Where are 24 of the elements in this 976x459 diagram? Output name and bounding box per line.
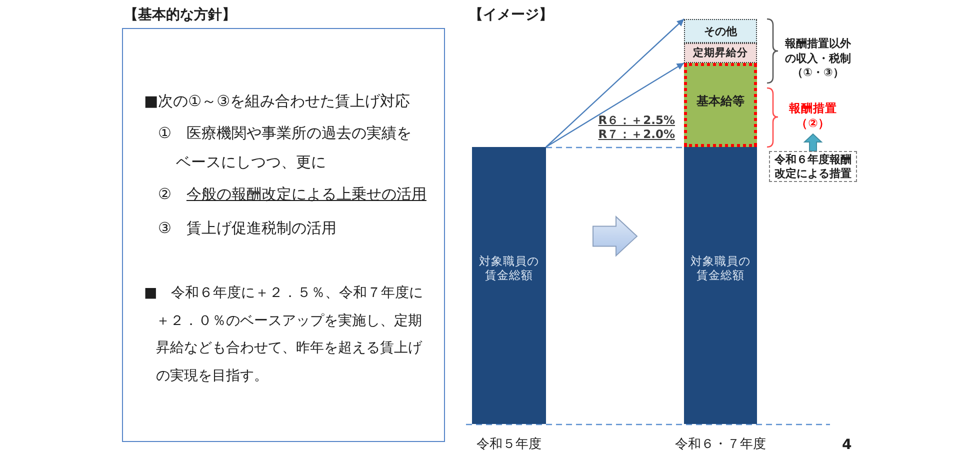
bar-segment: 定期昇給分 bbox=[684, 43, 757, 63]
page-number: 4 bbox=[842, 436, 852, 454]
bar-caption: 令和５年度 bbox=[476, 437, 542, 453]
callout-text: 報酬措置（②） bbox=[788, 101, 838, 134]
arrow bbox=[546, 62, 684, 148]
section-heading: 【基本的な方針】 bbox=[124, 6, 236, 24]
rate-label: R７：＋2.0% bbox=[598, 127, 675, 141]
note-box: 令和６年度報酬改定による措置 bbox=[769, 151, 857, 182]
list-item: ① 医療機関や事業所の過去の実績をベースにしつつ、更に bbox=[158, 123, 412, 173]
list-item: ② 今般の報酬改定による上乗せの活用 bbox=[158, 184, 428, 205]
bracket-label: 報酬措置以外の収入・税制（①・③） bbox=[784, 37, 852, 80]
section-heading: 【イメージ】 bbox=[469, 6, 553, 24]
bullet-paragraph: ■ 令和６年度に＋２．５％、令和７年度に＋２．０％のベースアップを実施し、定期昇給なども合わせて、昨年を超える賃上げの実現を目指す。 bbox=[144, 284, 424, 386]
block-arrow bbox=[803, 133, 823, 152]
bar-caption: 令和６・７年度 bbox=[675, 437, 766, 453]
rate-label: R６：＋2.5% bbox=[598, 113, 675, 127]
bar-segment: 対象職員の賃金総額 bbox=[684, 147, 757, 424]
bar: 対象職員の賃金総額 bbox=[472, 147, 546, 424]
arrow bbox=[546, 18, 684, 148]
block-arrow bbox=[592, 216, 638, 257]
bar-segment: その他 bbox=[684, 19, 757, 43]
list-heading: ■次の①～③を組み合わせた賃上げ対応 bbox=[144, 91, 412, 111]
bar-segment: 基本給等 bbox=[684, 63, 757, 147]
list-item: ③ 賃上げ促進税制の活用 bbox=[158, 218, 338, 239]
